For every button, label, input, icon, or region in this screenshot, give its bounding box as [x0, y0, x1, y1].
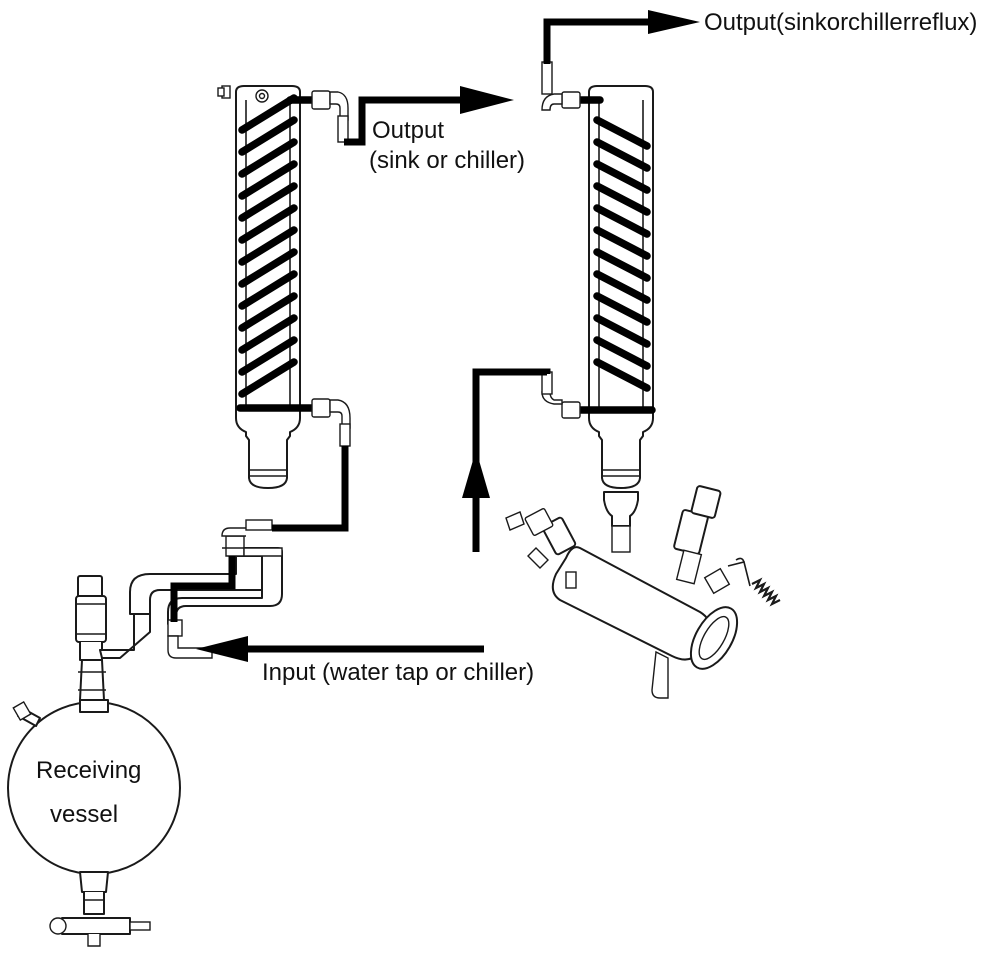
left-output-arrow-icon — [460, 86, 514, 114]
input-label: Input (water tap or chiller) — [262, 659, 534, 686]
output-left-label-line2: (sink or chiller) — [369, 147, 525, 174]
right-inlet-tube — [476, 372, 547, 472]
output-right-label: Output(sinkorchillerreflux) — [704, 9, 977, 36]
vessel-label-line1: Receiving — [36, 757, 141, 784]
vacuum-adapter — [76, 520, 282, 700]
vessel-label-line2: vessel — [50, 801, 118, 828]
right-output-arrow-icon — [648, 10, 700, 34]
right-condenser — [542, 62, 653, 488]
output-left-label-line1: Output — [372, 117, 444, 144]
distillation-head — [506, 486, 780, 698]
up-arrow-icon — [462, 450, 490, 498]
left-condenser — [218, 86, 350, 488]
right-outlet-tube — [547, 22, 654, 64]
adapter-tube — [174, 556, 232, 622]
